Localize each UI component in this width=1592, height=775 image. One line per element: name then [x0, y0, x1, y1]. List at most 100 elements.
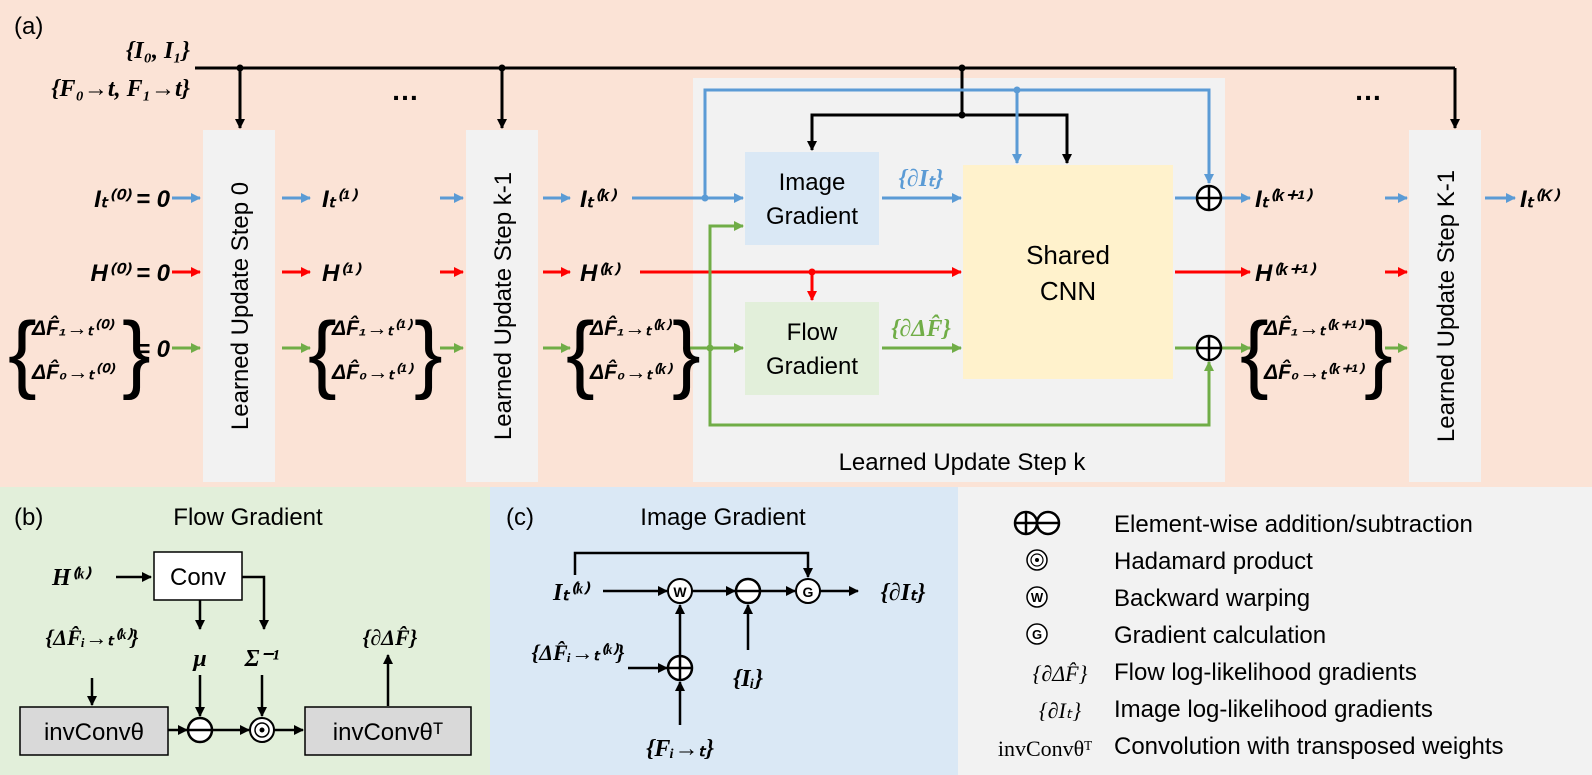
hadamard-node — [249, 717, 275, 743]
shared-cnn-box — [963, 165, 1173, 379]
panel-b-label: (b) — [14, 504, 43, 531]
image-grad-flow-input: {ΔF̂ᵢ→ₜ⁽ᵏ⁾} — [532, 640, 625, 665]
junction-dot — [958, 111, 966, 119]
image-grad-output: {∂Iₜ} — [881, 580, 927, 606]
step-k-minus-1-box — [466, 130, 538, 482]
step-0-box — [203, 130, 275, 482]
svg-text:{: { — [308, 305, 337, 401]
hidden-state-0: H⁽⁰⁾ = 0 — [91, 260, 171, 287]
flow-state-k-plus-1-top: ΔF̂₁→ₜ⁽ᵏ⁺¹⁾ — [1263, 315, 1365, 340]
svg-text:}: } — [672, 305, 701, 401]
flow-state-0-top: ΔF̂₁→ₜ⁽⁰⁾ — [31, 315, 115, 340]
arrow — [242, 575, 269, 630]
step-K-minus-1-box — [1409, 130, 1481, 482]
junction-dot — [706, 344, 714, 352]
junction-dot — [498, 64, 506, 72]
image-row-lines — [172, 88, 1516, 203]
conv-label: Conv — [170, 564, 226, 591]
flow-gradient-line1: Flow — [787, 319, 838, 346]
step-0-label: Learned Update Step 0 — [227, 182, 254, 430]
svg-text:}: } — [1364, 305, 1393, 401]
flow-state-0-bottom: ΔF̂₀→ₜ⁽⁰⁾ — [31, 359, 116, 384]
flow-gradient-line2: Gradient — [766, 353, 858, 380]
junction-dot — [958, 64, 966, 72]
flow-grad-hidden-input: H⁽ᵏ⁾ — [51, 565, 92, 591]
invconv-label: invConvθ — [44, 719, 144, 746]
image-grad-image-input: Iₜ⁽ᵏ⁾ — [552, 580, 591, 606]
flow-gradient-output: {∂ΔF̂} — [891, 315, 951, 342]
minus-node — [186, 716, 214, 744]
svg-text:W: W — [1031, 590, 1044, 605]
flow-gradient-box — [745, 302, 879, 395]
svg-text:{: { — [8, 305, 37, 401]
flow-state-k-plus-1-bottom: ΔF̂₀→ₜ⁽ᵏ⁺¹⁾ — [1263, 359, 1366, 384]
warp-node: W — [667, 578, 693, 604]
invconv-transposed-box — [304, 706, 472, 756]
junction-dot — [808, 268, 816, 276]
flow-state-1-bottom: ΔF̂₀→ₜ⁽¹⁾ — [331, 359, 415, 384]
panel-a-label: (a) — [14, 13, 43, 40]
inputs-images: {I₀, I₁} — [126, 38, 191, 64]
legend-text-gradient: Gradient calculation — [1114, 622, 1326, 649]
flow-state-k-bottom: ΔF̂₀→ₜ⁽ᵏ⁾ — [589, 359, 674, 384]
junction-dot — [236, 64, 244, 72]
legend-text-warping: Backward warping — [1114, 585, 1310, 612]
hidden-row-lines — [172, 267, 1408, 301]
image-state-K: Iₜ⁽ᴷ⁾ — [1520, 186, 1561, 213]
step-K-minus-1-label: Learned Update Step K-1 — [1433, 170, 1460, 442]
junction-dot — [701, 194, 709, 202]
legend-text-flow-grad: Flow log-likelihood gradients — [1114, 659, 1417, 686]
image-gradient-line2: Gradient — [766, 203, 858, 230]
legend-symbol-invconv-transposed: invConvθᵀ — [998, 736, 1092, 761]
legend-text-image-grad: Image log-likelihood gradients — [1114, 696, 1433, 723]
svg-text:G: G — [1032, 627, 1042, 642]
panel-b-title: Flow Gradient — [173, 504, 323, 531]
mu-label: μ — [191, 646, 206, 672]
ellipsis-left: … — [391, 75, 419, 106]
panel-c-title: Image Gradient — [640, 504, 806, 531]
plus-flow — [1195, 334, 1223, 362]
shared-cnn-line1: Shared — [1026, 240, 1110, 270]
image-grad-optical-flow-input: {Fᵢ→ₜ} — [646, 736, 715, 762]
hidden-state-k: H⁽ᵏ⁾ — [580, 260, 621, 287]
inputs-flows: {F₀→t, F₁→t} — [51, 76, 190, 102]
legend-symbol-hadamard — [1026, 549, 1048, 571]
hidden-state-1: H⁽¹⁾ — [322, 260, 362, 287]
minus-node — [734, 577, 762, 605]
legend-background — [958, 487, 1592, 775]
flow-state-k-top: ΔF̂₁→ₜ⁽ᵏ⁾ — [589, 315, 673, 340]
image-state-k-plus-1: Iₜ⁽ᵏ⁺¹⁾ — [1255, 186, 1313, 213]
flow-grad-output: {∂ΔF̂} — [363, 625, 418, 650]
svg-text:{: { — [1240, 305, 1269, 401]
arrow — [573, 551, 813, 578]
ellipsis-right: … — [1354, 75, 1382, 106]
plus-node — [666, 654, 694, 682]
svg-text:W: W — [673, 584, 687, 600]
invconv-box — [19, 706, 169, 756]
sigma-inverse-label: Σ⁻¹ — [244, 646, 280, 672]
flow-row-lines — [172, 221, 1408, 427]
flow-state-0-eq: = 0 — [136, 336, 171, 363]
hidden-state-k-plus-1: H⁽ᵏ⁺¹⁾ — [1255, 260, 1317, 287]
image-state-1: Iₜ⁽¹⁾ — [322, 186, 359, 213]
legend-text-hadamard: Hadamard product — [1114, 548, 1313, 575]
junction-dot — [1013, 86, 1021, 94]
panel-c-label: (c) — [506, 504, 534, 531]
gradient-node: G — [795, 578, 821, 604]
conv-box — [153, 551, 243, 601]
legend-symbol-gradient: G — [1026, 623, 1048, 645]
image-gradient-box — [745, 152, 879, 245]
legend-symbol-flow-grad: {∂ΔF̂} — [1033, 661, 1088, 686]
image-grad-images-input: {Iᵢ} — [733, 666, 764, 692]
flow-grad-flow-input: {ΔF̂ᵢ→ₜ⁽ᵏ⁾} — [46, 625, 139, 650]
legend-text-invconv-transposed: Convolution with transposed weights — [1114, 733, 1504, 760]
image-state-0: Iₜ⁽⁰⁾ = 0 — [94, 186, 171, 213]
step-k-minus-1-label: Learned Update Step k-1 — [490, 172, 517, 440]
image-gradient-output: {∂Iₜ} — [899, 166, 945, 192]
legend-text-addition-subtraction: Element-wise addition/subtraction — [1114, 511, 1473, 538]
svg-text:}: } — [414, 305, 443, 401]
svg-text:{: { — [566, 305, 595, 401]
image-gradient-line1: Image — [779, 169, 846, 196]
shared-cnn-line2: CNN — [1040, 276, 1096, 306]
